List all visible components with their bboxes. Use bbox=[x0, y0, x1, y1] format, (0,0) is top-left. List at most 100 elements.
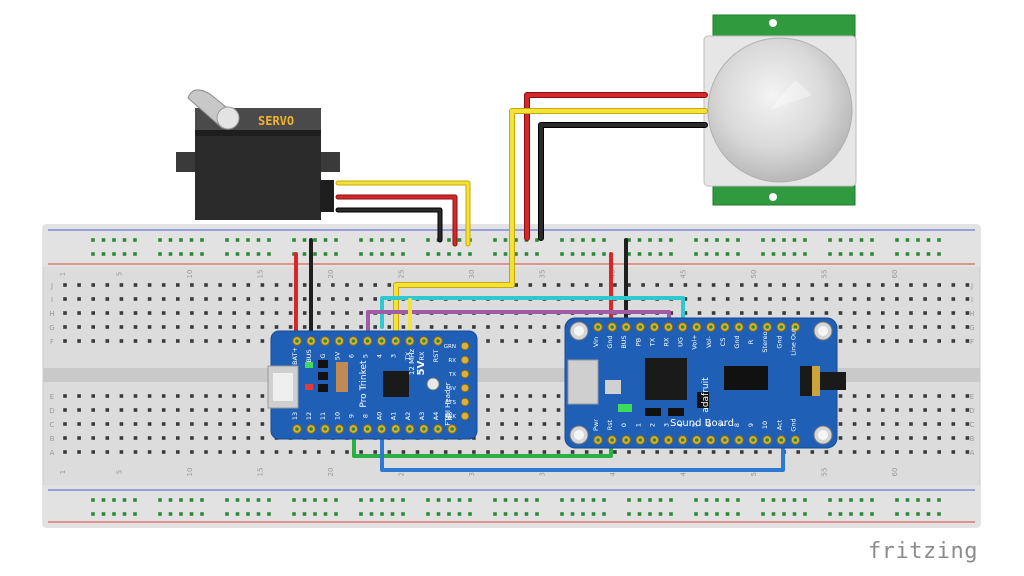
rail-hole bbox=[637, 512, 642, 516]
rail-hole bbox=[591, 252, 596, 256]
breadboard-hole bbox=[91, 325, 95, 329]
row-letter: B bbox=[970, 435, 975, 443]
rail-hole bbox=[658, 238, 663, 242]
breadboard-hole bbox=[288, 311, 293, 315]
trinket-brand-label: Pro Trinket bbox=[359, 360, 369, 408]
sb-top-pin-label: Vin bbox=[592, 337, 600, 347]
breadboard-hole bbox=[218, 283, 222, 287]
breadboard-hole bbox=[176, 311, 180, 315]
breadboard-hole bbox=[881, 394, 885, 398]
breadboard-hole bbox=[838, 394, 843, 398]
sb-top-pin-label: Line Out bbox=[789, 328, 797, 356]
breadboard-hole bbox=[528, 450, 533, 454]
breadboard-hole bbox=[965, 422, 970, 426]
breadboard-hole bbox=[500, 339, 504, 343]
column-number: 55 bbox=[820, 468, 828, 477]
rail-hole bbox=[895, 252, 899, 256]
breadboard-hole bbox=[669, 311, 674, 315]
rail-hole bbox=[782, 238, 786, 242]
rail-hole bbox=[828, 252, 832, 256]
breadboard-hole bbox=[63, 339, 67, 343]
rail-hole bbox=[916, 512, 920, 516]
breadboard-hole bbox=[77, 325, 81, 329]
rail-hole bbox=[514, 498, 518, 502]
rail-hole bbox=[905, 252, 910, 256]
breadboard-hole bbox=[401, 450, 406, 454]
rail-hole bbox=[122, 498, 127, 502]
breadboard-hole bbox=[881, 450, 885, 454]
breadboard-hole bbox=[838, 422, 843, 426]
rail-hole bbox=[334, 252, 338, 256]
rail-hole bbox=[380, 498, 384, 502]
breadboard-hole bbox=[852, 297, 857, 301]
breadboard-hole bbox=[613, 450, 617, 454]
breadboard-hole bbox=[895, 283, 899, 287]
rail-hole bbox=[401, 238, 405, 242]
rail-hole bbox=[838, 498, 843, 502]
rail-hole bbox=[637, 498, 642, 502]
rail-hole bbox=[581, 252, 585, 256]
breadboard-hole bbox=[246, 283, 251, 287]
trinket-side-pin bbox=[460, 341, 470, 351]
breadboard-hole bbox=[373, 297, 377, 301]
rail-hole bbox=[246, 498, 250, 502]
pir-power-wire bbox=[524, 92, 708, 241]
trinket-side-pin-label: 5V bbox=[449, 386, 456, 392]
breadboard-hole bbox=[697, 311, 702, 315]
rail-hole bbox=[267, 252, 271, 256]
breadboard-hole bbox=[246, 339, 251, 343]
breadboard-hole bbox=[63, 422, 67, 426]
rail-hole bbox=[189, 498, 194, 502]
breadboard-hole bbox=[232, 394, 236, 398]
sb-top-pin-label: RX bbox=[663, 337, 671, 347]
rail-hole bbox=[112, 238, 116, 242]
sb-bottom-pin-label: Rst bbox=[606, 419, 614, 430]
rail-hole bbox=[859, 498, 864, 502]
breadboard-hole bbox=[176, 408, 180, 412]
breadboard-hole bbox=[556, 436, 561, 440]
rail-hole bbox=[390, 512, 395, 516]
trinket-top-pin-label: 5 bbox=[362, 354, 370, 358]
breadboard-hole bbox=[754, 311, 758, 315]
trinket-top-pin-label: RX bbox=[418, 351, 426, 361]
row-letter: E bbox=[970, 393, 974, 401]
breadboard-hole bbox=[824, 311, 829, 315]
trinket-top-pin-label: TX bbox=[404, 351, 412, 361]
rail-hole bbox=[91, 238, 95, 242]
breadboard-hole bbox=[584, 283, 589, 287]
rail-hole bbox=[359, 512, 363, 516]
rail-hole bbox=[828, 498, 832, 502]
breadboard-hole bbox=[909, 436, 913, 440]
breadboard-hole bbox=[500, 422, 504, 426]
sb-bottom-pin-label: 3 bbox=[663, 423, 671, 427]
breadboard-hole bbox=[176, 436, 180, 440]
rail-hole bbox=[91, 512, 95, 516]
breadboard-hole bbox=[881, 297, 885, 301]
breadboard-hole bbox=[77, 311, 81, 315]
rail-hole bbox=[225, 498, 229, 502]
trinket-bottom-pin-label: A3 bbox=[418, 412, 426, 421]
row-letter: G bbox=[49, 324, 54, 332]
breadboard-hole bbox=[542, 325, 547, 329]
rail-hole bbox=[503, 512, 508, 516]
breadboard-hole bbox=[190, 422, 194, 426]
sb-usb-port bbox=[567, 359, 599, 405]
trinket-top-pin-label: BAT+ bbox=[291, 347, 299, 365]
breadboard-hole bbox=[951, 311, 956, 315]
rail-hole bbox=[937, 512, 941, 516]
rail-hole bbox=[782, 252, 786, 256]
breadboard-hole bbox=[246, 394, 251, 398]
breadboard-hole bbox=[274, 450, 279, 454]
breadboard-hole bbox=[542, 339, 547, 343]
column-number: 30 bbox=[468, 270, 476, 279]
breadboard-hole bbox=[542, 394, 547, 398]
breadboard-hole bbox=[246, 422, 251, 426]
breadboard-hole bbox=[570, 283, 575, 287]
row-letter: D bbox=[969, 407, 974, 415]
rail-hole bbox=[870, 252, 874, 256]
rail-hole bbox=[101, 498, 106, 502]
breadboard-hole bbox=[951, 450, 956, 454]
rail-hole bbox=[468, 498, 472, 502]
rail-hole bbox=[380, 252, 384, 256]
